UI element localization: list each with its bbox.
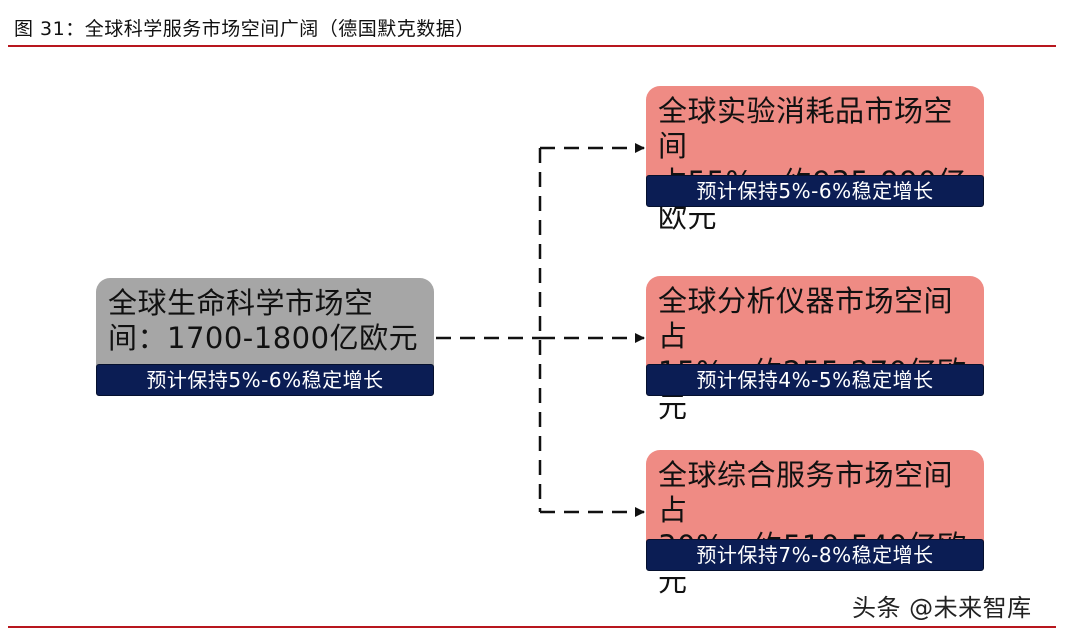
bottom-divider <box>8 626 1056 628</box>
branch-consumables-growth-band: 预计保持5%-6%稳定增长 <box>646 175 984 207</box>
main-node-growth-band: 预计保持5%-6%稳定增长 <box>96 364 434 396</box>
title-divider <box>8 45 1056 47</box>
branch-consumables-line1: 全球实验消耗品市场空间 <box>658 94 954 164</box>
main-node-line1: 全球生命科学市场空 <box>108 286 374 320</box>
main-node-line2: 间：1700-1800亿欧元 <box>108 321 419 356</box>
branch-instruments-growth-band: 预计保持4%-5%稳定增长 <box>646 364 984 396</box>
branch-services-growth-band: 预计保持7%-8%稳定增长 <box>646 539 984 571</box>
branch-services-line1: 全球综合服务市场空间占 <box>658 458 954 528</box>
watermark: 头条 @未来智库 <box>852 594 1032 622</box>
figure-title: 图 31：全球科学服务市场空间广阔（德国默克数据） <box>14 18 475 40</box>
branch-instruments-line1: 全球分析仪器市场空间占 <box>658 284 954 354</box>
